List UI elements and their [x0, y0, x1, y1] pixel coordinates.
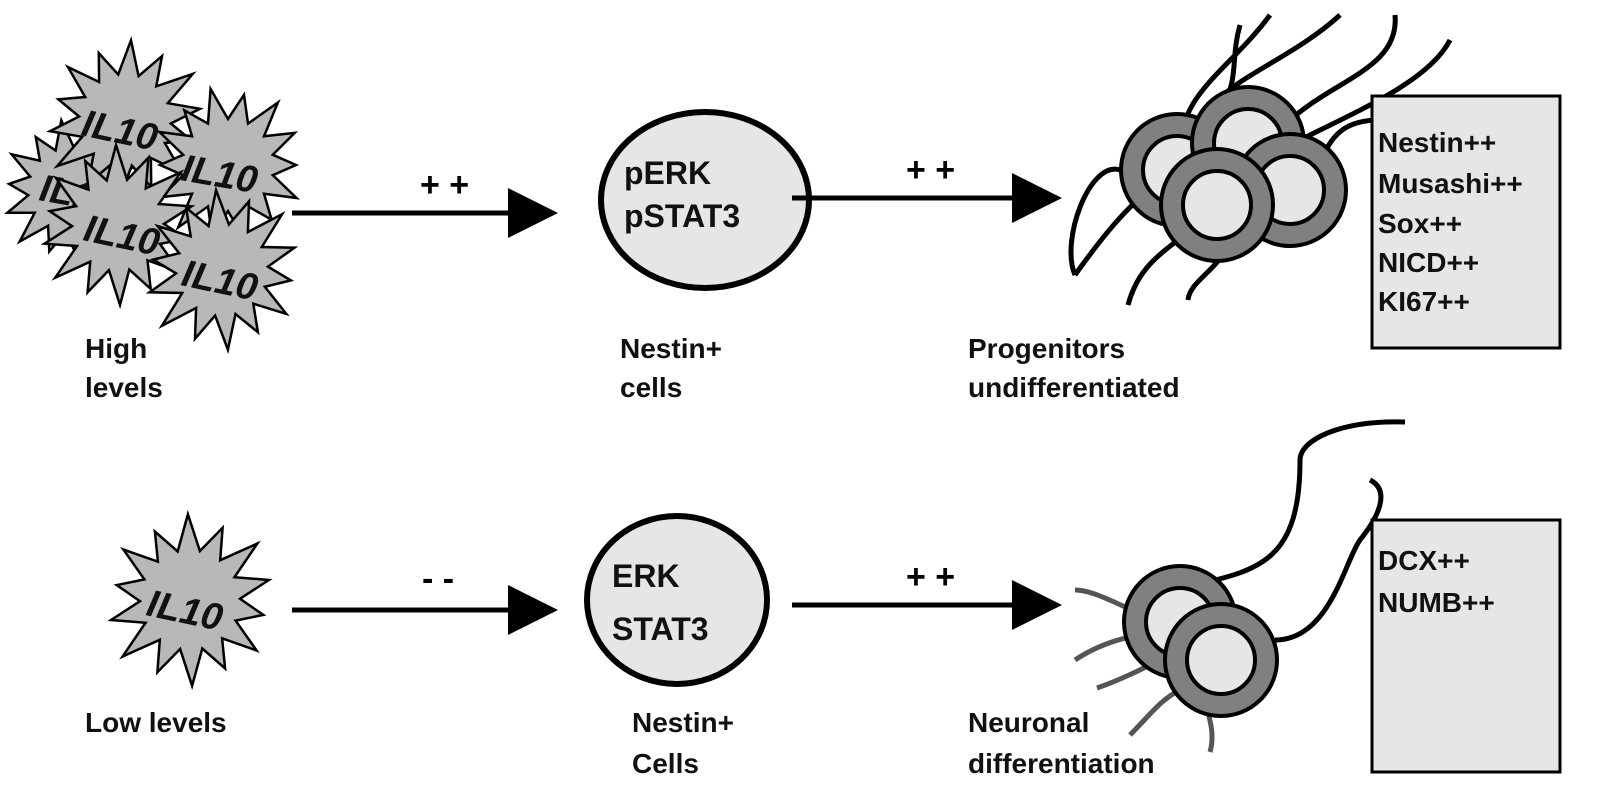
caption-line: Cells	[632, 748, 699, 779]
neuron-caption: Neuronal differentiation	[968, 707, 1155, 779]
starburst-shape	[40, 140, 196, 310]
starburst-shape	[155, 84, 301, 246]
cell-label: pERK	[624, 155, 711, 191]
il10-star: IL10	[145, 185, 299, 355]
starburst-shape	[107, 509, 273, 691]
cell-body	[584, 513, 770, 687]
cell-label: STAT3	[612, 611, 709, 647]
marker-box	[1370, 518, 1562, 774]
progenitor-caption: Progenitors undifferentiated	[968, 333, 1180, 403]
caption-line: High	[85, 333, 147, 364]
marker-label: NICD++	[1378, 247, 1479, 278]
cell-label: ERK	[612, 558, 680, 594]
caption-line: cells	[620, 372, 682, 403]
arrow-sign: + +	[906, 151, 955, 189]
marker-label: Musashi++	[1378, 168, 1523, 199]
il10-star: IL10	[107, 509, 273, 691]
top-nestin-caption: Nestin+ cells	[620, 333, 722, 403]
progenitor-cell	[1159, 147, 1275, 263]
bottom-arrow-1: - -	[292, 560, 558, 635]
top-arrow-1: + +	[292, 166, 558, 238]
top-nestin-cell: pERK pSTAT3	[598, 109, 812, 291]
neuron-cell	[1163, 602, 1279, 718]
bottom-marker-box: DCX++ NUMB++	[1370, 518, 1562, 774]
marker-label: Sox++	[1378, 208, 1462, 239]
high-il10-cluster: IL10IL10IL10IL10IL10	[3, 35, 301, 355]
bottom-nestin-cell: ERK STAT3	[584, 513, 770, 687]
arrow-sign: - -	[422, 560, 454, 598]
high-levels-caption: High levels	[85, 333, 163, 403]
caption-line: Nestin+	[620, 333, 722, 364]
arrow-sign: + +	[420, 166, 469, 204]
process-line	[1068, 166, 1121, 276]
il10-star: IL10	[155, 84, 301, 246]
dendrite-line	[1128, 687, 1182, 737]
caption-line: Progenitors	[968, 333, 1125, 364]
marker-label: NUMB++	[1378, 587, 1495, 618]
neuron-cell-bodies	[1122, 564, 1279, 718]
cell-label: pSTAT3	[624, 198, 740, 234]
axon-line	[1274, 477, 1384, 643]
marker-box	[1370, 94, 1562, 350]
il10-star: IL10	[40, 140, 196, 310]
bottom-nestin-caption: Nestin+ Cells	[632, 707, 734, 779]
top-arrow-2: + +	[792, 151, 1062, 223]
starburst-shape	[145, 185, 299, 355]
process-line	[1283, 14, 1398, 127]
process-line	[1298, 38, 1453, 143]
low-levels-caption: Low levels	[85, 707, 227, 738]
top-marker-box: Nestin++ Musashi++ Sox++ NICD++ KI67++	[1370, 94, 1562, 350]
caption-line: levels	[85, 372, 163, 403]
caption-line: undifferentiated	[968, 372, 1180, 403]
caption-line: Neuronal	[968, 707, 1089, 738]
marker-label: KI67++	[1378, 286, 1470, 317]
progenitor-cell-bodies	[1119, 85, 1348, 263]
arrow-sign: + +	[906, 558, 955, 596]
marker-label: DCX++	[1378, 545, 1470, 576]
marker-label: Nestin++	[1378, 127, 1496, 158]
axon-line	[1194, 419, 1406, 588]
low-il10-star: IL10	[107, 509, 273, 691]
bottom-arrow-2: + +	[792, 558, 1062, 630]
caption-line: Nestin+	[632, 707, 734, 738]
caption-line: differentiation	[968, 748, 1155, 779]
